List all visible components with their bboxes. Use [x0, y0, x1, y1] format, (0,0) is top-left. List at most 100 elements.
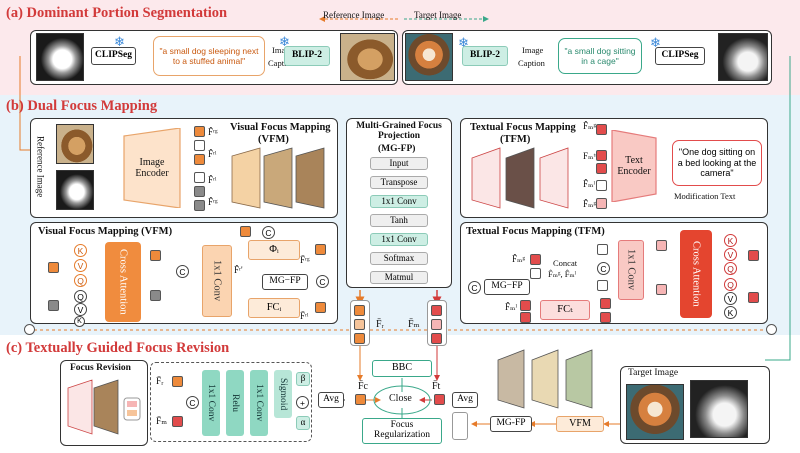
blip2-box-left: BLIP-2 — [284, 46, 330, 66]
token-orange — [48, 262, 59, 273]
value-circle: V — [74, 259, 87, 272]
vfm-detail-title: Visual Focus Mapping (VFM) — [38, 226, 173, 237]
target-image-label: Target Image — [628, 368, 679, 378]
target-attention-maps — [497, 349, 593, 409]
concat-circle: C — [186, 396, 199, 409]
vfm-abbrev: (VFM) — [258, 134, 289, 145]
target-image-arrow-label: Target Image — [414, 10, 462, 20]
token-red — [172, 416, 183, 427]
mgfp-step-matmul: Matmul — [370, 271, 428, 284]
query-circle-lower: Q — [724, 278, 737, 291]
token-red — [596, 163, 607, 174]
value-circle-lower: V — [74, 303, 87, 316]
token-red — [596, 150, 607, 161]
tfm-title: Textual Focus Mapping — [470, 122, 576, 133]
token-orange — [194, 126, 205, 137]
token-white — [597, 280, 608, 291]
target-caption-quote: "a small dog sitting in a cage" — [558, 38, 642, 74]
vfm-conv-block: 1x1 Conv — [202, 245, 232, 317]
image-caption-label-left: Image — [272, 45, 294, 55]
frozen-snowflake-icon: ❄ — [114, 34, 125, 49]
feat-r-g-label: F̂ʳᵍ — [208, 127, 218, 137]
vfm-attention-maps — [231, 147, 325, 209]
feat-m-tr-label: Fₘᵗʳ — [583, 151, 598, 161]
feat-m-g-label: F̂ₘᵍ — [583, 121, 597, 131]
token-red — [434, 394, 445, 405]
mgfp-abbrev: (MG-FP) — [378, 144, 416, 154]
section-a-title: (a) Dominant Portion Segmentation — [6, 5, 228, 21]
beta-block: β — [296, 372, 310, 386]
token-white — [194, 172, 205, 183]
query-circle: Q — [74, 274, 87, 287]
vfm-fc-block: FCᵢ — [248, 298, 300, 318]
token-orange — [194, 154, 205, 165]
ff-r-l-label: F̄ʳˡ — [300, 311, 309, 321]
tfm-fc-block: FCₜ — [540, 300, 590, 320]
frozen-snowflake-icon: ❄ — [279, 34, 290, 49]
token-orange — [240, 226, 251, 237]
fc-label: F̄c — [358, 381, 368, 392]
revision-fm-label: F̄ₘ — [156, 417, 168, 427]
revision-sigmoid-block: Sigmoid — [274, 370, 292, 418]
token-orange — [150, 250, 161, 261]
frozen-snowflake-icon: ❄ — [650, 35, 661, 50]
image-caption-label-left-2: Caption — [268, 58, 295, 68]
mgfp-title: Multi-Grained Focus Projection — [356, 121, 442, 141]
concat-circle: C — [176, 265, 189, 278]
concat-circle: C — [316, 275, 329, 288]
mgfp-box-c: MG-FP — [490, 416, 532, 432]
revision-conv1-block: 1x1 Conv — [202, 370, 220, 436]
key-circle: K — [724, 234, 737, 247]
concat-label: Concat — [553, 258, 578, 268]
reference-image-photo — [340, 33, 395, 81]
close-label: Close — [389, 393, 412, 404]
clipseg-box-left: CLIPSeg — [91, 47, 136, 65]
token-gray — [194, 186, 205, 197]
value-circle: V — [724, 248, 737, 261]
tfm-detail-title: Textual Focus Mapping (TFM) — [466, 226, 605, 237]
tfm-abbrev: (TFM) — [500, 134, 531, 145]
mgfp-step-softmax: Softmax — [370, 252, 428, 265]
target-feature-stack — [452, 412, 468, 440]
key-circle-lower: K — [724, 306, 737, 319]
token-red — [431, 305, 442, 316]
target-mask-image — [718, 33, 768, 81]
ft-label: F̄t — [432, 381, 441, 392]
feat-m-g-label-2: F̂ₘᵍ — [583, 199, 597, 209]
mgfp-step-conv2: 1x1 Conv — [370, 233, 428, 246]
feat-r-g-mask-label: F̂ʳᵍ — [208, 197, 218, 207]
value-circle-lower: V — [724, 292, 737, 305]
target-image-photo — [405, 33, 453, 81]
mgfp-step-input: Input — [370, 157, 428, 170]
separator-ring-left — [24, 324, 35, 335]
token-red — [520, 300, 531, 311]
frozen-snowflake-icon: ❄ — [458, 35, 469, 50]
image-encoder-label: Image Encoder — [135, 157, 169, 179]
token-lightred — [656, 284, 667, 295]
tfm-conv-block: 1x1 Conv — [618, 240, 644, 300]
token-gray — [150, 290, 161, 301]
vfm-mgfp-block: MG−FP — [262, 274, 308, 290]
image-caption-label-right: Image — [522, 45, 544, 55]
avg-box-right: Avg — [452, 392, 478, 408]
modification-text-label: Modification Text — [674, 191, 736, 201]
fr-output-label: F̄ᵣ — [376, 319, 384, 330]
focus-regularization-box: Focus Regularization — [362, 418, 442, 444]
token-orange — [172, 376, 183, 387]
clipseg-box-right: CLIPSeg — [655, 47, 705, 65]
concat-circle: C — [597, 262, 610, 275]
fm-output-label: F̄ₘ — [408, 319, 420, 330]
token-orange — [315, 302, 326, 313]
tfm-mgfp-block: MG−FP — [484, 279, 530, 295]
mgfp-step-tanh: Tanh — [370, 214, 428, 227]
plus-circle: + — [296, 396, 309, 409]
alpha-block: α — [296, 416, 310, 430]
modification-text-quote: "One dog sitting on a bed looking at the… — [672, 140, 762, 186]
focus-revision-label: Focus Revision — [70, 363, 131, 373]
query-circle: Q — [724, 262, 737, 275]
feat-r-l-mask-label: F̂ʳˡ — [208, 175, 217, 185]
concat-circle: C — [262, 226, 275, 239]
image-encoder-trapezoid — [123, 128, 181, 208]
reference-image-thumb — [56, 124, 94, 164]
section-b-title: (b) Dual Focus Mapping — [6, 98, 158, 114]
